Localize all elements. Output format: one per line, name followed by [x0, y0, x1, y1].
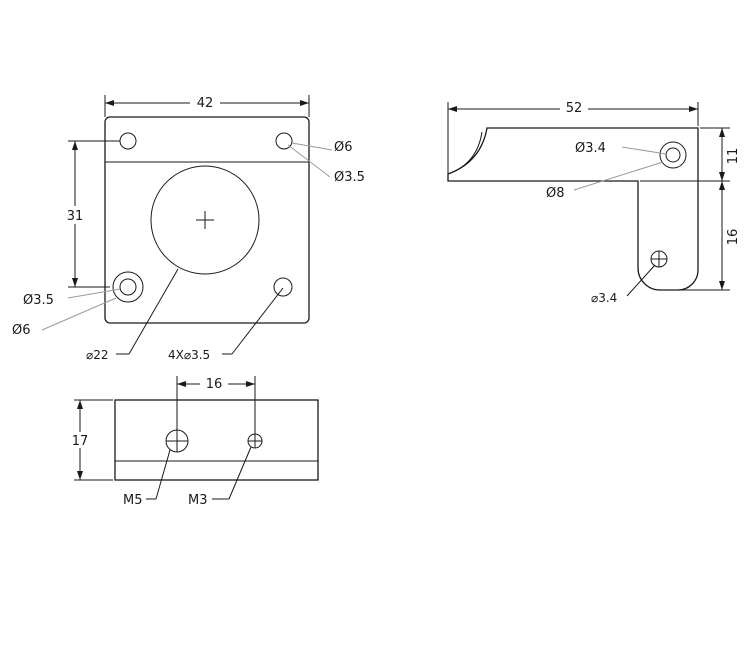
left-hole-outer-label: Ø6: [12, 323, 31, 338]
height-arrow-top: [72, 141, 78, 150]
bracket-top-inner-label: Ø3.4: [575, 141, 606, 156]
m5-label: M5: [123, 493, 143, 508]
top-left-hole: [119, 132, 137, 150]
spacing-arrow-right: [246, 381, 255, 387]
bottom-left-hole-outer: [112, 271, 144, 303]
height-arrow-bottom: [72, 278, 78, 287]
top-height-dim: 31: [67, 209, 84, 224]
leader-big-hole: [128, 268, 179, 355]
side-arrow-1: [719, 128, 725, 137]
side-arrow-3: [719, 181, 725, 190]
bracket-fillet-edge: [447, 131, 483, 175]
front-spacing-dim: 16: [206, 377, 223, 392]
side-width-dim: 52: [566, 101, 583, 116]
block-outline: [114, 399, 319, 481]
left-hole-inner-label: Ø3.5: [23, 293, 54, 308]
bracket-bottom-label: ⌀3.4: [591, 291, 617, 305]
leader-bracket-inner: [621, 146, 667, 155]
leader-m3: [228, 446, 252, 500]
leader-bracket-outer: [573, 161, 664, 191]
bottom-left-hole-inner: [119, 278, 137, 296]
side-dim-11: 11: [726, 148, 741, 165]
plate-outline: [104, 116, 310, 324]
top-right-hole: [275, 132, 293, 150]
leader-left-outer: [41, 297, 117, 331]
front-arrow-bottom: [77, 471, 83, 480]
bracket-top-outer-label: Ø8: [546, 186, 565, 201]
side-dim-16: 16: [726, 229, 741, 246]
bottom-right-hole: [273, 277, 293, 297]
side-arrow-2: [719, 172, 725, 181]
top-hole-outer-label: Ø6: [334, 140, 353, 155]
side-width-arrow-right: [689, 106, 698, 112]
leader-bracket-bottom: [626, 264, 656, 297]
width-arrow-right: [300, 100, 309, 106]
leader-m5: [155, 449, 171, 500]
leader-top-outer: [291, 142, 333, 151]
side-view: 52 11 16 Ø3.4 Ø8 ⌀3.4: [447, 100, 741, 305]
front-height-dim: 17: [72, 434, 89, 449]
big-hole-label: ⌀22: [86, 348, 109, 362]
leader-four-holes: [231, 287, 284, 355]
bracket-top-hole-inner: [665, 147, 681, 163]
four-holes-label: 4X⌀3.5: [168, 348, 210, 362]
front-view: 16 17 M5 M3: [68, 376, 319, 508]
side-arrow-4: [719, 281, 725, 290]
spacing-arrow-left: [177, 381, 186, 387]
top-width-dim: 42: [197, 96, 214, 111]
top-hole-inner-label: Ø3.5: [334, 170, 365, 185]
bracket-outline: [447, 127, 699, 291]
big-hole: [150, 165, 260, 275]
front-arrow-top: [77, 400, 83, 409]
m3-label: M3: [188, 493, 208, 508]
top-view: 42 31 Ø6 Ø3.5 Ø3.5 Ø6 ⌀22 4X⌀3.5: [12, 95, 365, 362]
side-width-arrow-left: [448, 106, 457, 112]
leader-left-inner: [67, 288, 121, 299]
leader-top-inner: [287, 144, 331, 178]
bracket-top-hole-outer: [659, 141, 687, 169]
width-arrow-left: [105, 100, 114, 106]
